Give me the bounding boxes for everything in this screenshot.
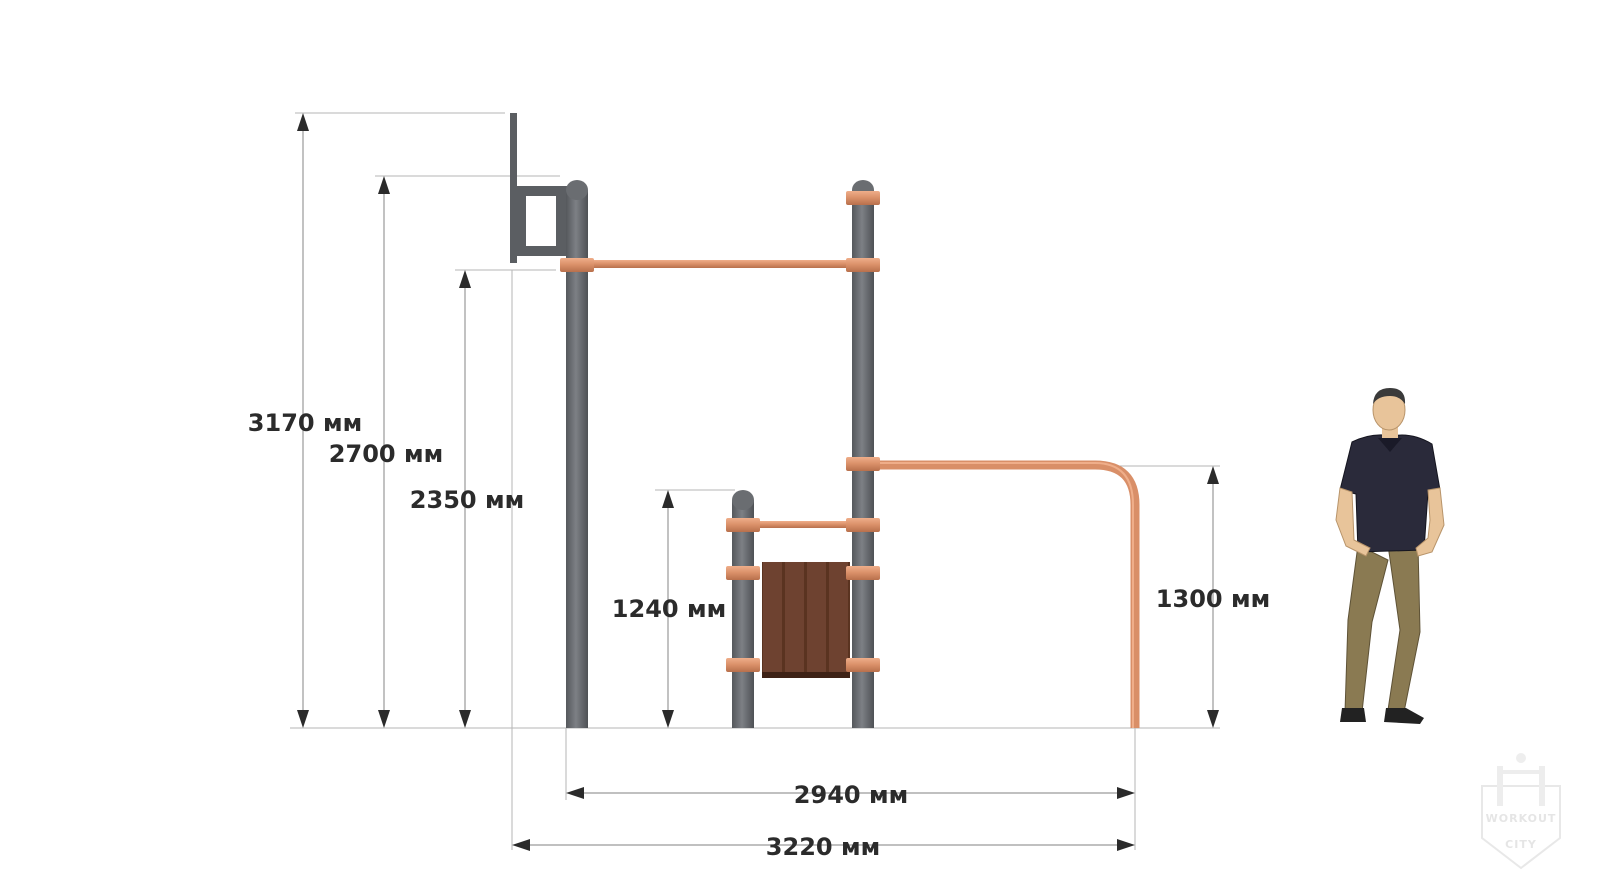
label-1300: 1300 мм — [1156, 585, 1270, 613]
dimension-2350 — [459, 270, 471, 728]
dimension-1300 — [1207, 466, 1219, 728]
clamps — [560, 191, 880, 672]
dimension-2940 — [566, 787, 1135, 799]
watermark-text-1: WORKOUT — [1486, 812, 1557, 825]
watermark-logo: WORKOUT CITY — [1481, 753, 1561, 870]
watermark-text-2: CITY — [1505, 838, 1537, 851]
label-2700: 2700 мм — [329, 440, 443, 468]
wooden-seat — [762, 562, 850, 678]
dip-bar — [754, 521, 854, 528]
label-1240: 1240 мм — [612, 595, 726, 623]
dimension-2700 — [378, 176, 390, 728]
dimension-3170 — [297, 113, 309, 728]
handrail — [874, 460, 1140, 728]
pullup-bar — [588, 260, 858, 268]
left-post — [566, 180, 588, 728]
extension-lines — [290, 112, 1220, 850]
label-2940: 2940 мм — [794, 781, 908, 809]
target-plate — [510, 113, 567, 263]
human-scale-figure — [1335, 388, 1445, 724]
dimension-3220 — [512, 839, 1135, 851]
label-3220: 3220 мм — [766, 833, 880, 861]
label-3170: 3170 мм — [248, 409, 362, 437]
dimension-1240 — [662, 490, 674, 728]
label-2350: 2350 мм — [410, 486, 524, 514]
